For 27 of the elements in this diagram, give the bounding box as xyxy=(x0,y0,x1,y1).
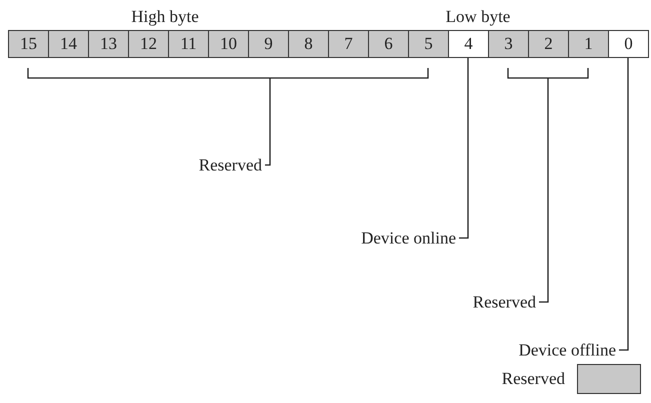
field-label: Device online xyxy=(361,225,456,251)
bit-cell: 13 xyxy=(88,30,129,58)
bit-cell: 4 xyxy=(448,30,489,58)
bit-cell: 10 xyxy=(208,30,249,58)
field-label: Reserved xyxy=(198,152,262,178)
bit-cell: 11 xyxy=(168,30,209,58)
leader-line xyxy=(539,78,549,303)
field-label: Device offline xyxy=(518,337,616,363)
leader-line xyxy=(459,58,469,239)
leader-line xyxy=(619,58,629,351)
bit-cell: 3 xyxy=(488,30,529,58)
bit-cell: 0 xyxy=(608,30,649,58)
leader-line xyxy=(265,78,271,166)
bit-cell: 14 xyxy=(48,30,89,58)
bit-cell: 5 xyxy=(408,30,449,58)
bit-cell: 2 xyxy=(528,30,569,58)
byte-label: Low byte xyxy=(446,6,510,28)
bit-cell: 15 xyxy=(8,30,49,58)
bit-cell: 9 xyxy=(248,30,289,58)
byte-label: High byte xyxy=(131,6,199,28)
bit-cell: 12 xyxy=(128,30,169,58)
bit-cell: 6 xyxy=(368,30,409,58)
field-label: Reserved xyxy=(472,289,536,315)
bit-cell: 8 xyxy=(288,30,329,58)
bit-cell: 1 xyxy=(568,30,609,58)
bit-cell: 7 xyxy=(328,30,369,58)
legend-text: Reserved xyxy=(502,368,565,390)
